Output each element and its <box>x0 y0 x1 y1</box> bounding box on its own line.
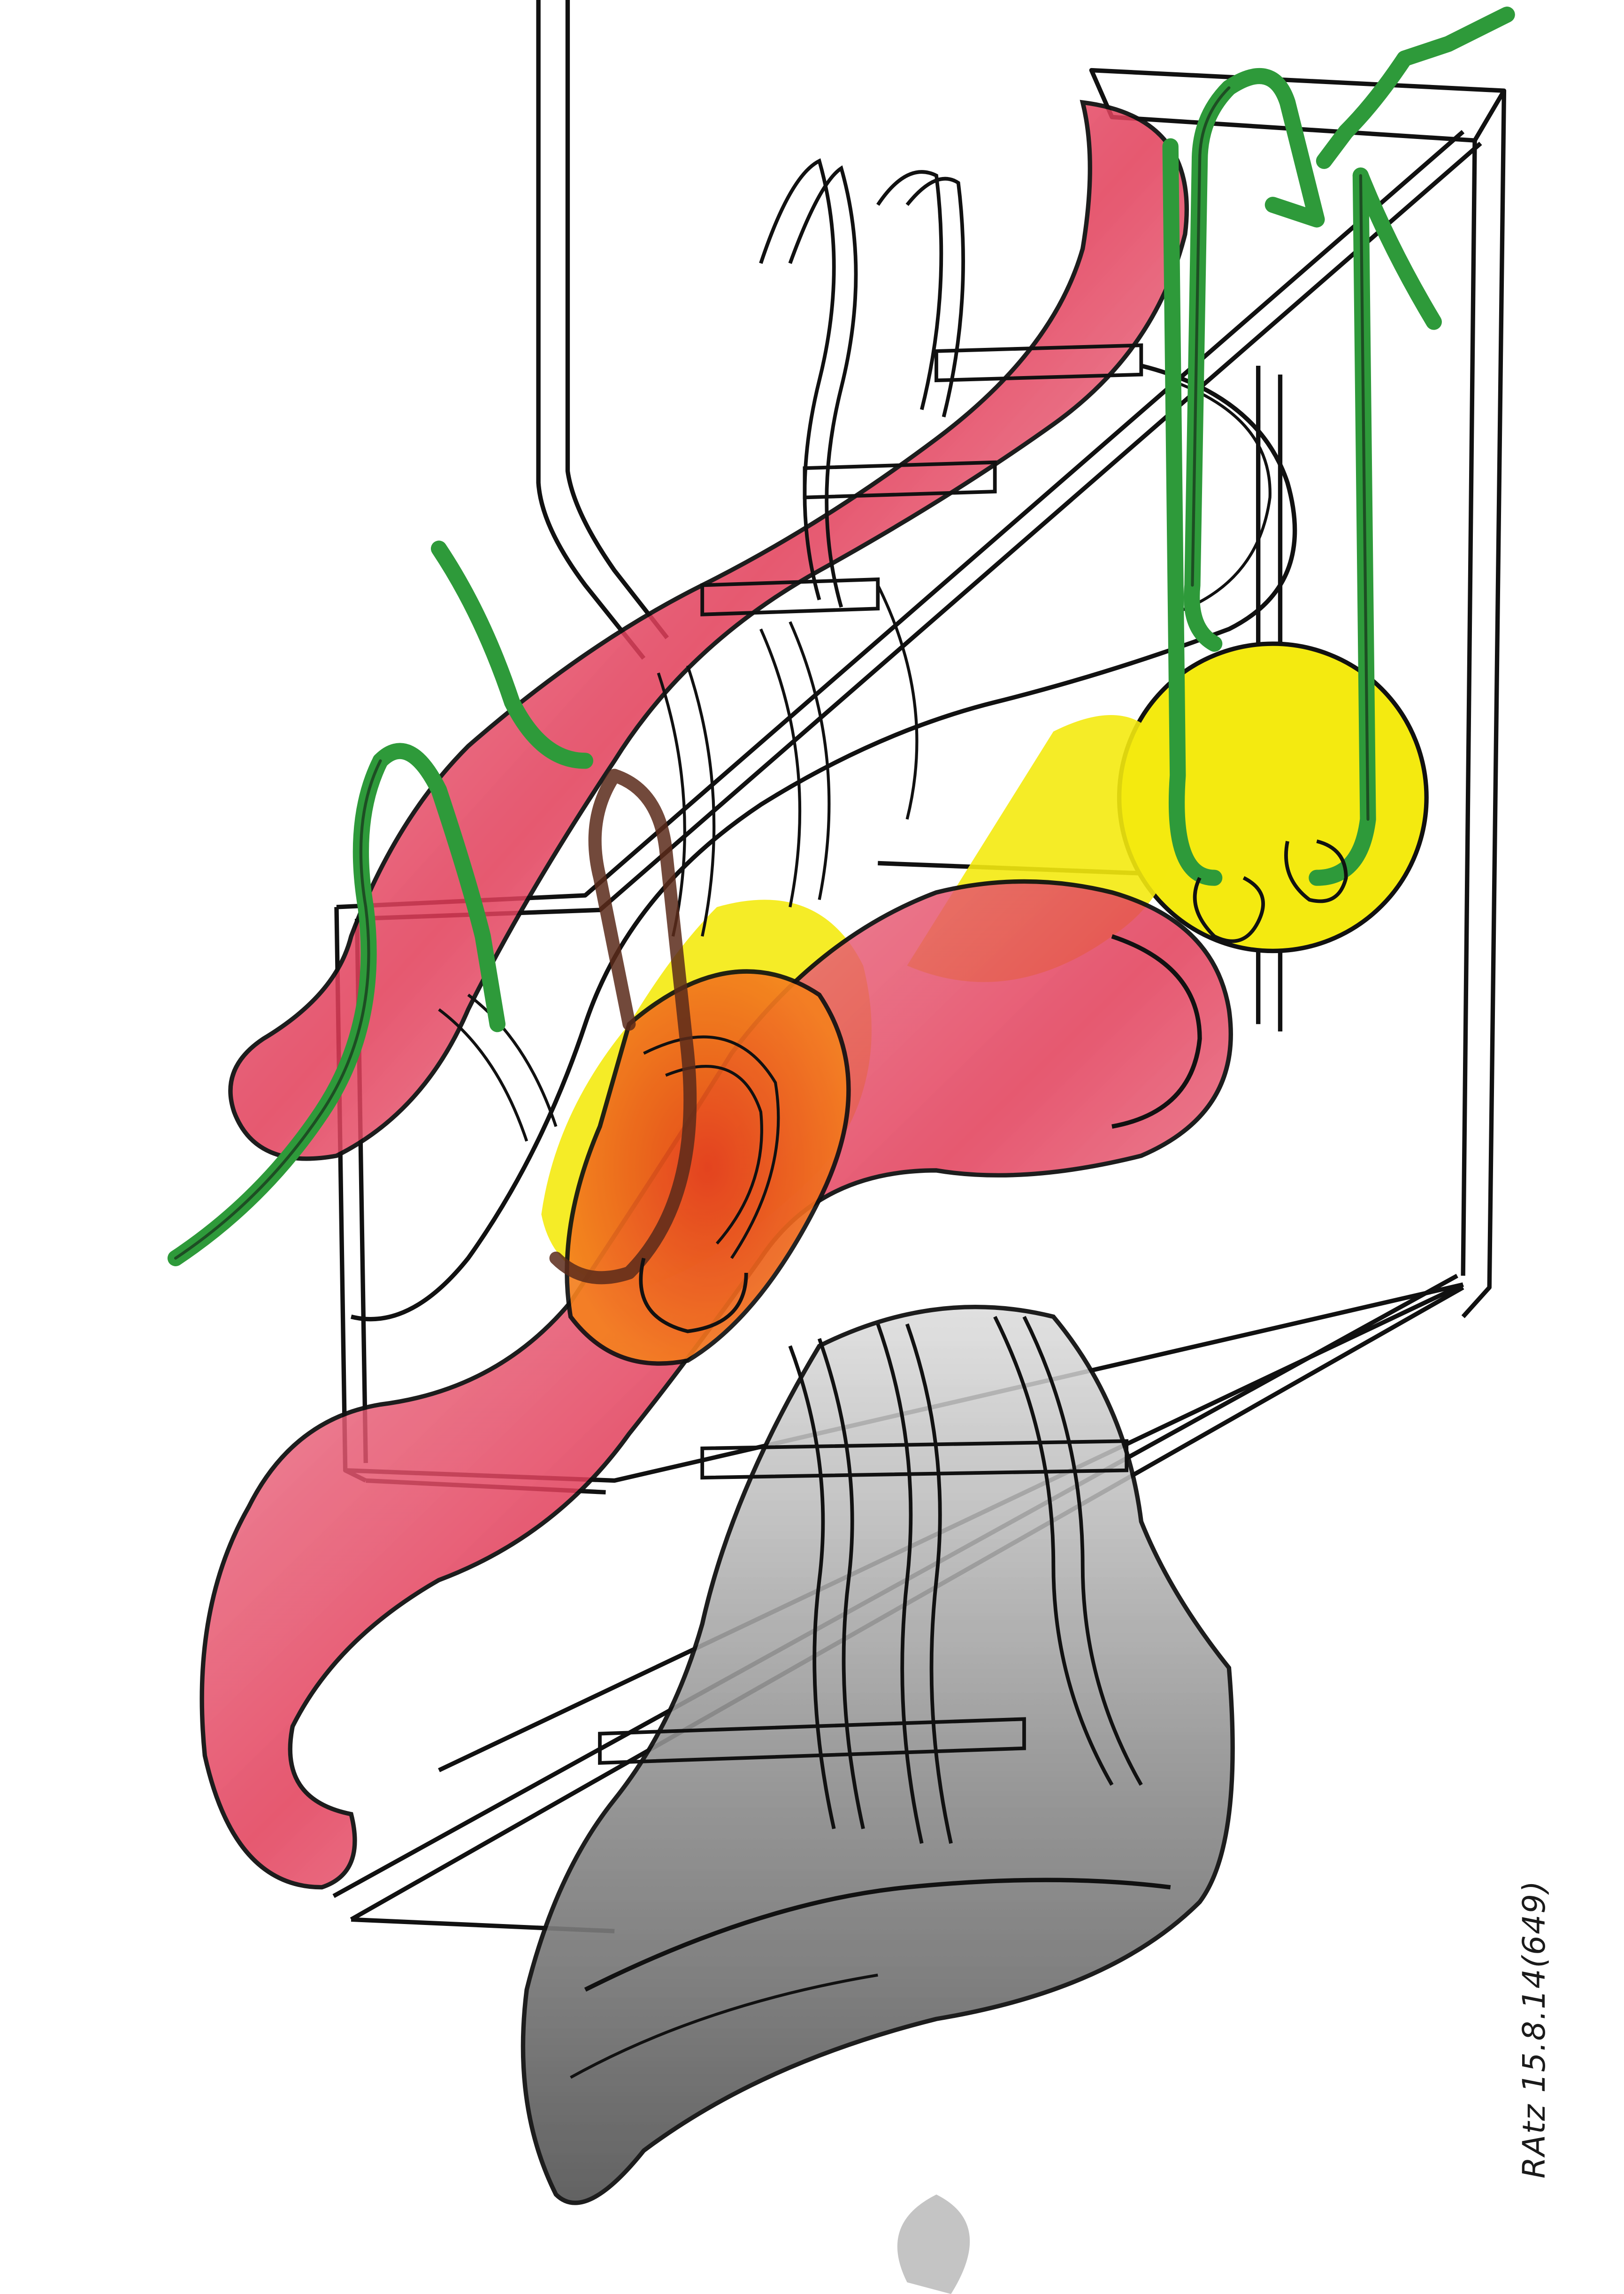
orange-overlap <box>565 969 851 1366</box>
knot-shapes <box>639 839 1348 1333</box>
grey-ribs <box>598 1316 1143 1844</box>
artist-signature: RAtz 15.8.14(649) <box>1516 1880 1552 2179</box>
green-wire-outline <box>174 86 1370 1260</box>
upper-ribs <box>700 158 1143 616</box>
pink-rib-lines <box>438 585 919 1142</box>
brown-wire <box>549 769 697 1285</box>
